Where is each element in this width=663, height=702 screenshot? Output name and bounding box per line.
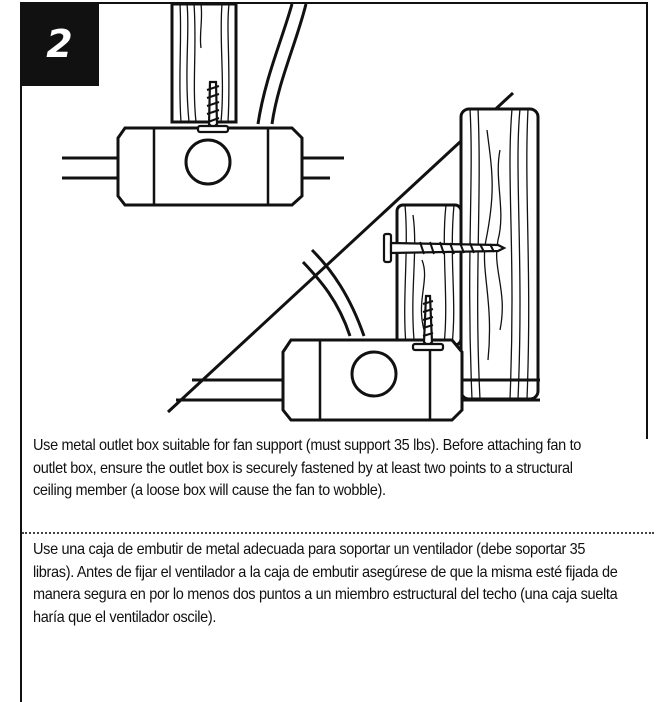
language-divider <box>22 532 654 534</box>
vertical-wood-screw-icon <box>411 294 445 352</box>
side-ceiling-joist-icon <box>459 107 540 401</box>
top-outlet-box-icon <box>116 126 304 207</box>
top-conduit-icon <box>62 156 344 180</box>
frame-top-border <box>20 2 648 4</box>
instruction-text-spanish: Use una caja de embutir de metal adecuad… <box>33 539 619 629</box>
bottom-wire-cable-icon <box>301 248 366 337</box>
horizontal-wood-screw-icon <box>382 232 507 264</box>
frame-left-border <box>20 2 22 702</box>
outlet-box-mounting-illustration <box>62 4 540 422</box>
instruction-text-english: Use metal outlet box suitable for fan su… <box>33 435 591 503</box>
diagonal-panel-divider <box>166 91 515 414</box>
top-wood-screw-icon <box>196 80 230 134</box>
bottom-conduit-icon <box>176 378 540 402</box>
spanish-paragraph: Use una caja de embutir de metal adecuad… <box>33 541 618 626</box>
bottom-outlet-box-icon <box>281 338 464 422</box>
mounting-block-icon <box>395 203 463 347</box>
top-wire-cable-icon <box>256 4 308 125</box>
step-number-badge: 2 <box>20 2 99 86</box>
frame-right-border <box>646 2 648 439</box>
english-paragraph: Use metal outlet box suitable for fan su… <box>33 437 582 499</box>
top-ceiling-joist-icon <box>170 4 238 124</box>
